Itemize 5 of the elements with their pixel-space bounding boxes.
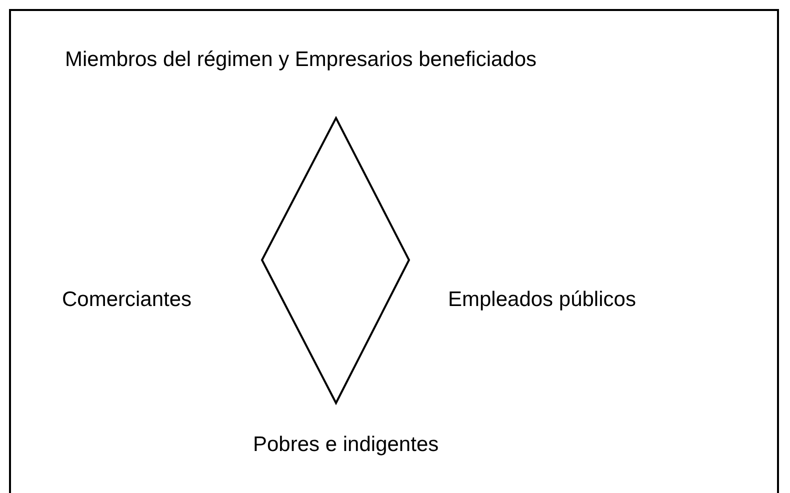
label-text: Pobres e indigentes [253, 433, 439, 457]
label-text: Miembros del régimen y Empresarios beneficiados [65, 48, 537, 72]
label-text: Empleados públicos [448, 288, 636, 312]
diamond-shape [260, 116, 410, 406]
label-text: Comerciantes [62, 288, 192, 312]
